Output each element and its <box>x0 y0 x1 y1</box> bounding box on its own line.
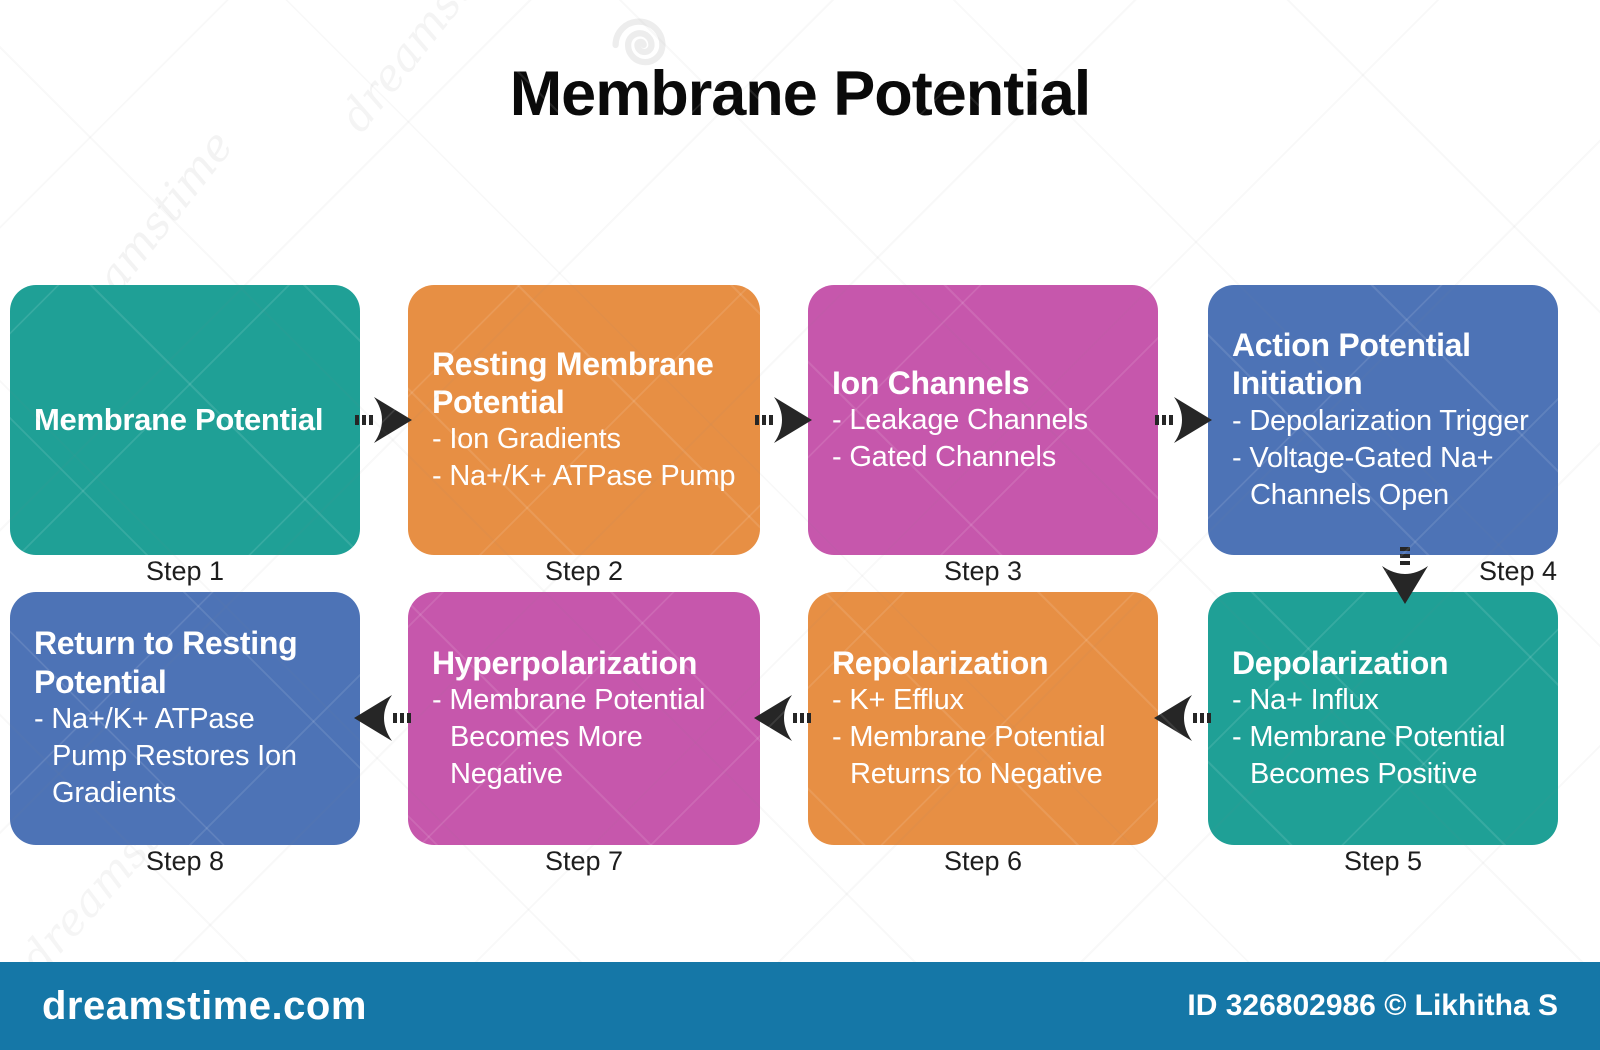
step-box-title: Return to Resting Potential <box>34 625 298 700</box>
arrow-step6-to-step7 <box>754 692 812 744</box>
step-box-bullet: - Voltage-Gated Na+ Channels Open <box>1232 441 1494 511</box>
step-label-5: Step 5 <box>1343 846 1423 876</box>
step-box-bullet: - Gated Channels <box>832 441 1057 474</box>
step-box-title: Depolarization <box>1232 644 1449 681</box>
image-credit: ID 326802986 © Likhitha S <box>1187 989 1558 1022</box>
step-label-2: Step 2 <box>544 556 624 586</box>
step-box-title: Repolarization <box>832 644 1049 681</box>
step-box-bullet: - Leakage Channels <box>832 404 1088 437</box>
step-box-6: Repolarization - K+ Efflux - Membrane Po… <box>808 592 1158 845</box>
step-box-bullet: - K+ Efflux <box>832 684 964 717</box>
step-label-6: Step 6 <box>943 846 1023 876</box>
arrow-step5-to-step6 <box>1154 692 1212 744</box>
arrow-step2-to-step3 <box>754 394 812 446</box>
step-label-3: Step 3 <box>943 556 1023 586</box>
step-box-title: Ion Channels <box>832 364 1030 401</box>
step-box-bullet: - Na+/K+ ATPase Pump <box>432 460 736 493</box>
step-box-4: Action Potential Initiation - Depolariza… <box>1208 285 1558 555</box>
step-box-7: Hyperpolarization - Membrane Potential B… <box>408 592 760 845</box>
step-box-bullet: - Membrane Potential Returns to Negative <box>832 721 1106 791</box>
arrow-step4-to-step5 <box>1379 546 1431 604</box>
footer-bar: dreamstime.com ID 326802986 © Likhitha S <box>0 962 1600 1050</box>
step-box-1: Membrane Potential <box>10 285 360 555</box>
step-box-bullet: - Na+/K+ ATPase Pump Restores Ion Gradie… <box>34 703 297 810</box>
step-label-1: Step 1 <box>145 556 225 586</box>
step-box-bullet: - Depolarization Trigger <box>1232 404 1529 437</box>
arrow-step1-to-step2 <box>354 394 412 446</box>
step-box-8: Return to Resting Potential - Na+/K+ ATP… <box>10 592 360 845</box>
brand-logo: dreamstime.com <box>42 983 367 1028</box>
step-box-title: Hyperpolarization <box>432 644 698 681</box>
step-box-bullet: - Na+ Influx <box>1232 684 1379 717</box>
diagram-title: Membrane Potential <box>509 59 1092 129</box>
step-box-title: Membrane Potential <box>34 402 324 438</box>
step-box-5: Depolarization - Na+ Influx - Membrane P… <box>1208 592 1558 845</box>
step-label-4: Step 4 <box>1478 556 1558 586</box>
step-box-bullet: - Membrane Potential Becomes More Negati… <box>432 684 706 791</box>
step-label-8: Step 8 <box>145 846 225 876</box>
step-box-2: Resting Membrane Potential - Ion Gradien… <box>408 285 760 555</box>
step-label-7: Step 7 <box>544 846 624 876</box>
step-box-3: Ion Channels - Leakage Channels - Gated … <box>808 285 1158 555</box>
step-box-title: Resting Membrane Potential <box>432 345 714 420</box>
arrow-step3-to-step4 <box>1154 394 1212 446</box>
step-box-title: Action Potential Initiation <box>1232 326 1471 402</box>
arrow-step7-to-step8 <box>354 692 412 744</box>
step-box-bullet: - Membrane Potential Becomes Positive <box>1232 721 1506 791</box>
step-box-bullet: - Ion Gradients <box>432 423 621 456</box>
